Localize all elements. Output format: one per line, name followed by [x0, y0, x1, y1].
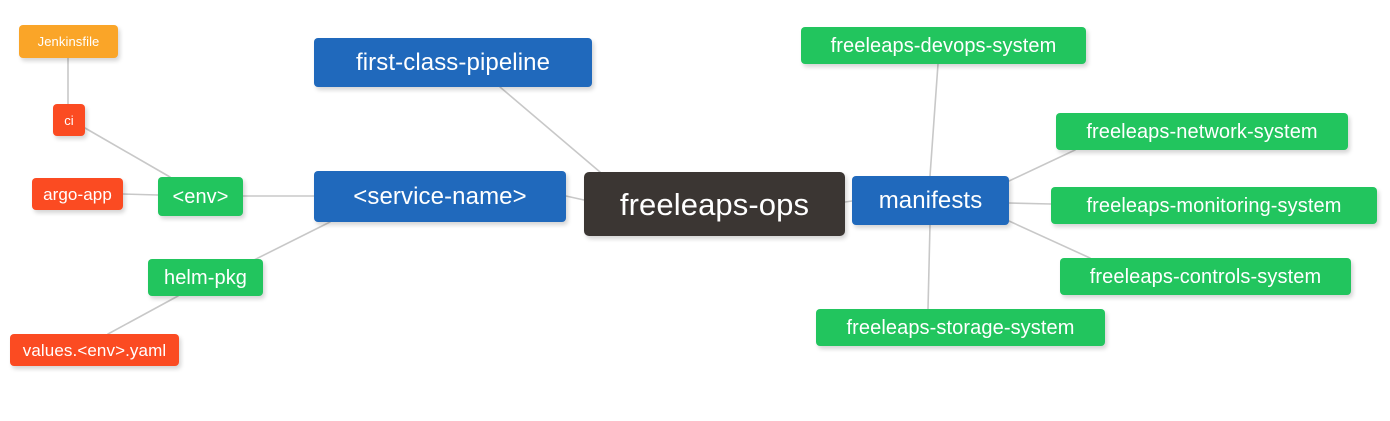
mindmap-edge: [84, 127, 171, 178]
mindmap-node-label: helm-pkg: [163, 266, 248, 289]
mindmap-edge: [927, 224, 931, 310]
mindmap-node-label: first-class-pipeline: [355, 48, 551, 76]
mindmap-edge: [1008, 202, 1052, 205]
mindmap-node-label: Jenkinsfile: [37, 34, 100, 49]
mindmap-edge: [499, 86, 601, 173]
mindmap-node-label: argo-app: [43, 184, 112, 204]
mindmap-node-env[interactable]: <env>: [158, 177, 243, 216]
mindmap-node-label: freeleaps-network-system: [1086, 120, 1318, 143]
mindmap-node-freeleaps-controls-system[interactable]: freeleaps-controls-system: [1060, 258, 1351, 295]
mindmap-node-freeleaps-ops[interactable]: freeleaps-ops: [584, 172, 845, 236]
mindmap-edge: [1008, 220, 1091, 259]
mindmap-edge: [249, 221, 331, 263]
mindmap-node-label: values.<env>.yaml: [22, 340, 167, 360]
mindmap-node-label: freeleaps-monitoring-system: [1086, 194, 1342, 217]
mindmap-node-freeleaps-network-system[interactable]: freeleaps-network-system: [1056, 113, 1348, 150]
mindmap-node-freeleaps-monitoring-system[interactable]: freeleaps-monitoring-system: [1051, 187, 1377, 224]
mindmap-node-label: manifests: [878, 186, 983, 214]
mindmap-edge: [122, 193, 159, 196]
mindmap-node-values-env-yaml[interactable]: values.<env>.yaml: [10, 334, 179, 366]
mindmap-node-label: freeleaps-storage-system: [846, 316, 1075, 339]
mindmap-node-label: freeleaps-devops-system: [830, 34, 1057, 57]
mindmap-node-manifests[interactable]: manifests: [852, 176, 1009, 225]
mindmap-node-label: ci: [64, 112, 74, 128]
mindmap-node-freeleaps-devops-system[interactable]: freeleaps-devops-system: [801, 27, 1086, 64]
mindmap-node-argo-app[interactable]: argo-app: [32, 178, 123, 210]
mindmap-node-first-class-pipeline[interactable]: first-class-pipeline: [314, 38, 592, 87]
mindmap-edge: [107, 295, 179, 335]
mindmap-node-label: freeleaps-controls-system: [1089, 265, 1322, 288]
mindmap-edge: [1008, 149, 1076, 182]
mindmap-edge: [844, 200, 853, 203]
mindmap-edge: [565, 195, 585, 201]
mindmap-node-helm-pkg[interactable]: helm-pkg: [148, 259, 263, 296]
mindmap-edge: [929, 63, 939, 177]
mindmap-node-ci[interactable]: ci: [53, 104, 85, 136]
mindmap-node-jenkinsfile[interactable]: Jenkinsfile: [19, 25, 118, 58]
mindmap-node-freeleaps-storage-system[interactable]: freeleaps-storage-system: [816, 309, 1105, 346]
mindmap-node-service-name[interactable]: <service-name>: [314, 171, 566, 222]
mindmap-node-label: <service-name>: [353, 182, 527, 210]
mindmap-node-label: freeleaps-ops: [619, 186, 810, 222]
mindmap-node-label: <env>: [172, 185, 229, 208]
